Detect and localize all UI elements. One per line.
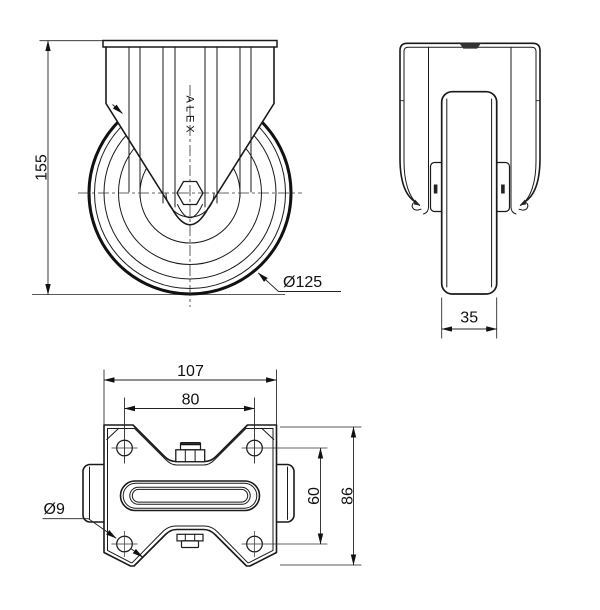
dim-bolt-spacing-width: 60 [306,447,324,545]
plate-inner-contour [107,428,274,564]
bracket-top-slot [459,43,481,49]
brand-logo: ALEX [184,96,196,136]
fork-leg-curve-outer [171,207,209,226]
dim-wheel-width: 35 [441,297,498,339]
dim-wheel-width-label: 35 [460,310,478,327]
top-plate-front [102,39,278,48]
mounting-plate [103,424,278,567]
dim-plate-width-label: 86 [340,487,357,505]
fork-leg-arrow [112,104,123,114]
dim-plate-length-label: 107 [177,363,204,380]
wheel-top-inner-lines [89,466,288,520]
dim-wheel-diameter-label: Ø125 [283,274,322,291]
fork-bend-lines [128,46,252,208]
dim-plate-length: 107 [103,363,277,429]
dim-bolt-spacing-length-label: 80 [182,391,200,408]
wheel-sidewall-lines [446,98,493,288]
fork-leg-curve-inner [177,204,203,219]
dim-bolt-spacing-length: 80 [124,391,255,464]
hub-arc [165,192,215,218]
center-nut-top [175,442,206,463]
front-centerlines [78,85,302,307]
dim-overall-height: 155 [34,40,104,295]
dim-bolt-spacing-width-label: 60 [306,487,323,505]
wheel-side [440,90,498,295]
fork-feet [411,201,529,211]
plate-corner-bends [106,427,275,440]
center-nut-bottom [176,533,204,549]
front-view: 155 ALEX [32,39,341,307]
plate-slot [119,480,261,512]
dim-hole-diameter-label: Ø9 [44,501,65,518]
dim-hole-diameter: Ø9 [42,501,144,558]
plate-view: 107 80 60 86 Ø9 [42,363,362,567]
dim-overall-height-label: 155 [34,154,51,181]
side-view: 35 [399,42,541,339]
dim-plate-width: 86 [280,426,362,566]
dim-wheel-diameter: Ø125 [257,272,341,292]
fork-leg-edges [423,46,517,215]
